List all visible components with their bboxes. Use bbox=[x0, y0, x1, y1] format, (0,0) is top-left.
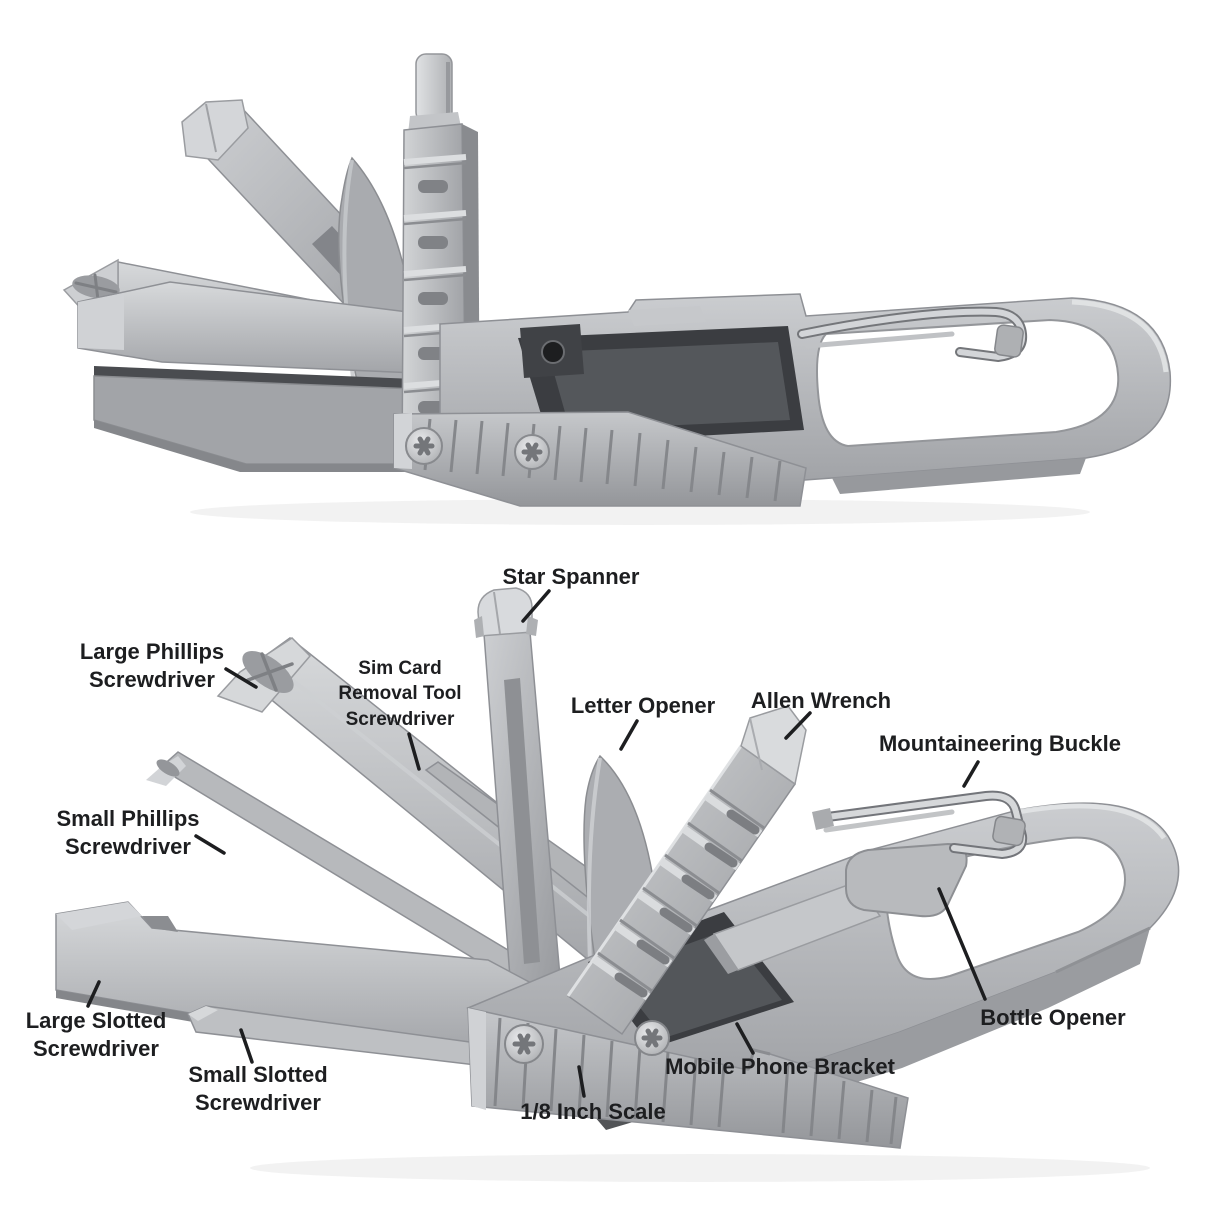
label-line: Screwdriver bbox=[195, 1090, 321, 1115]
multitool-top-view-illustration bbox=[62, 53, 1172, 525]
label-star-spanner: Star Spanner bbox=[503, 563, 640, 591]
multitool-bottom-view-illustration bbox=[55, 587, 1180, 1182]
label-large-phillips-screwdriver: Large Phillips Screwdriver bbox=[80, 638, 224, 694]
label-line: Small Phillips bbox=[56, 805, 200, 831]
label-one-eighth-inch-scale: 1/8 Inch Scale bbox=[520, 1098, 666, 1126]
label-line: Sim Card bbox=[358, 657, 442, 679]
label-small-slotted-screwdriver: Small Slotted Screwdriver bbox=[188, 1061, 327, 1117]
label-line: 1/8 Inch Scale bbox=[520, 1098, 666, 1124]
wire-gate-top-view bbox=[797, 306, 1028, 363]
label-mountaineering-buckle: Mountaineering Buckle bbox=[879, 730, 1121, 758]
label-line: Bottle Opener bbox=[980, 1004, 1126, 1030]
ribbed-scale-band-bottom-view bbox=[467, 1007, 909, 1149]
label-line: Mountaineering Buckle bbox=[878, 730, 1122, 756]
ribbed-scale-band-top-view bbox=[393, 411, 807, 507]
hinge-pivot bbox=[541, 340, 565, 364]
label-line: Removal Tool bbox=[338, 683, 462, 705]
label-line: Screwdriver bbox=[89, 667, 215, 692]
label-line: Screwdriver bbox=[65, 834, 191, 859]
torx-screw bbox=[514, 434, 550, 470]
label-line: Allen Wrench bbox=[750, 687, 892, 713]
label-line: Mobile Phone Bracket bbox=[665, 1053, 895, 1079]
label-line: Letter Opener bbox=[570, 692, 716, 718]
torx-screw bbox=[634, 1020, 670, 1056]
label-sim-card-removal-tool-screwdriver: Sim Card Removal Tool Screwdriver bbox=[338, 656, 461, 732]
label-line: Large Phillips bbox=[79, 638, 225, 664]
label-line: Screwdriver bbox=[33, 1036, 159, 1061]
label-line: Screwdriver bbox=[345, 708, 455, 730]
torx-screw bbox=[504, 1024, 544, 1064]
star-spanner-bit bbox=[474, 587, 563, 1005]
allen-wrench-scale-bar bbox=[566, 705, 807, 1036]
label-line: Large Slotted bbox=[25, 1007, 167, 1033]
wire-gate-bottom-view bbox=[812, 790, 1028, 860]
bottom-view-ground-shadow bbox=[250, 1154, 1150, 1182]
label-allen-wrench: Allen Wrench bbox=[751, 687, 891, 715]
label-bottle-opener: Bottle Opener bbox=[980, 1004, 1125, 1032]
label-letter-opener: Letter Opener bbox=[571, 692, 715, 720]
top-view-ground-shadow bbox=[190, 499, 1090, 525]
label-large-slotted-screwdriver: Large Slotted Screwdriver bbox=[26, 1007, 167, 1063]
large-phillips-bit bbox=[216, 637, 664, 977]
torx-screw bbox=[405, 427, 443, 465]
label-line: Star Spanner bbox=[502, 563, 640, 589]
label-line: Small Slotted bbox=[188, 1061, 328, 1087]
label-small-phillips-screwdriver: Small Phillips Screwdriver bbox=[56, 805, 199, 861]
label-mobile-phone-bracket: Mobile Phone Bracket bbox=[665, 1053, 895, 1081]
folded-tool-stack bbox=[77, 281, 441, 472]
